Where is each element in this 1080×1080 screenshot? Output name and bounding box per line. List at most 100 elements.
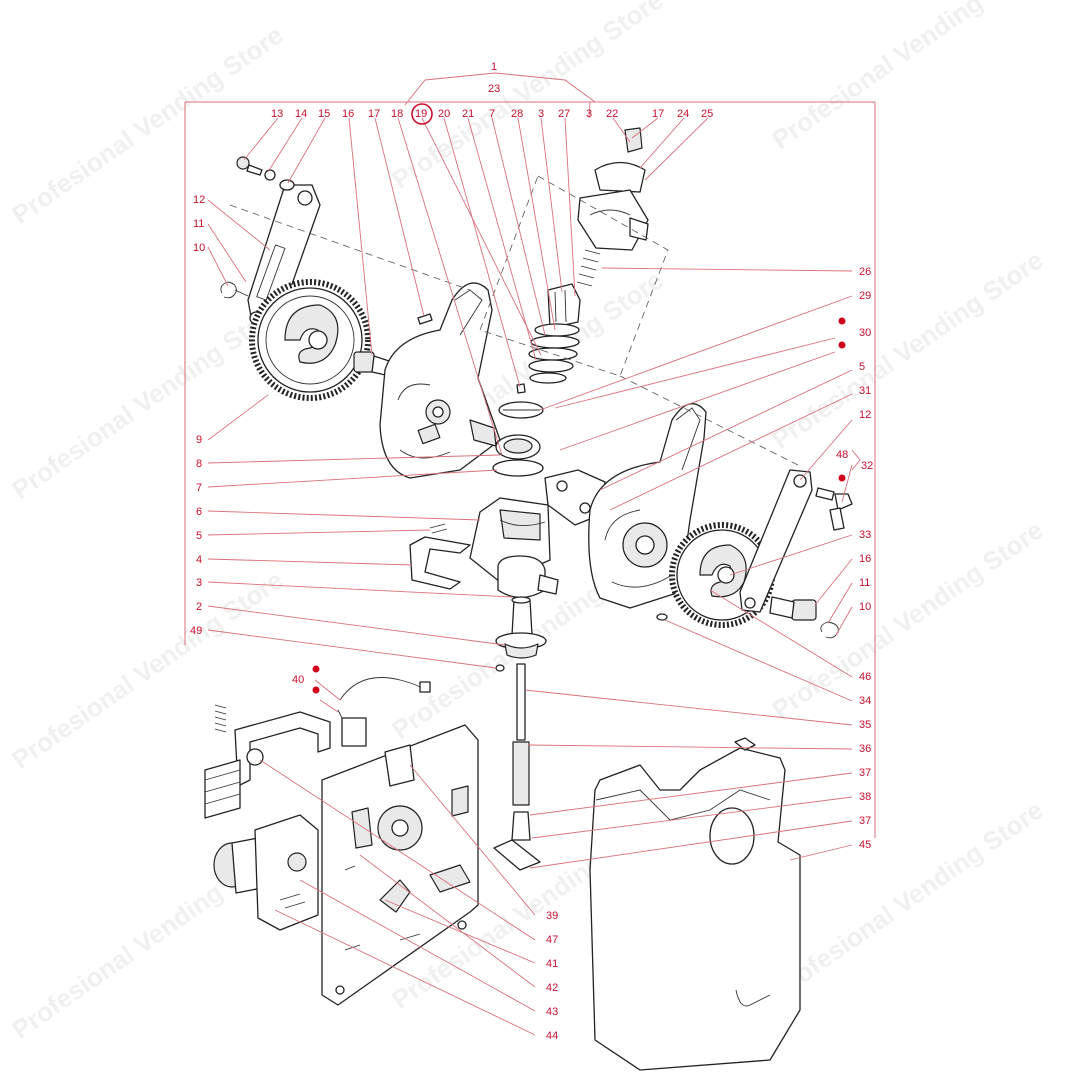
label-14: 14 (295, 108, 307, 120)
piston-rod (493, 663, 541, 871)
label-4: 4 (196, 554, 202, 566)
label-6: 6 (196, 506, 202, 518)
label-9: 9 (196, 434, 202, 446)
grinder-burr (492, 434, 544, 477)
left-gear (249, 279, 371, 401)
left-handle-arm (247, 184, 321, 325)
label-12: 12 (859, 409, 871, 421)
label-7: 7 (489, 108, 495, 120)
label-21: 21 (462, 108, 474, 120)
label-3: 3 (196, 577, 202, 589)
screw-20 (516, 383, 526, 394)
top-doser (577, 127, 649, 251)
small-pin (417, 313, 433, 325)
center-spring-stack (528, 283, 581, 384)
left-clip (220, 281, 249, 299)
left-guide-dash (229, 204, 471, 291)
watermark-text: Profesional Vending Store (6, 295, 288, 505)
lever-fork (409, 536, 471, 590)
left-screws (236, 156, 295, 191)
screw-49 (495, 664, 505, 672)
label-3: 3 (538, 108, 544, 120)
label-47: 47 (546, 934, 558, 946)
label-45: 45 (859, 839, 871, 851)
part-labels: 1 23 13 14 15 16 17 18 19 20 21 7 28 3 2… (190, 61, 873, 1042)
label-8: 8 (196, 458, 202, 470)
left-side-plate (379, 282, 501, 479)
label-38: 38 (859, 791, 871, 803)
right-guide-dash (619, 375, 801, 467)
right-bushing (769, 596, 817, 621)
watermark-text: Profesional Vending Store (766, 795, 1048, 1005)
label-1: 1 (491, 61, 497, 73)
marker-dot (312, 665, 320, 673)
marker-dot (838, 474, 846, 482)
label-37: 37 (859, 815, 871, 827)
label-32: 32 (861, 460, 873, 472)
label-19: 19 (415, 108, 427, 120)
right-handle-arm (739, 469, 813, 613)
label-2: 2 (196, 601, 202, 613)
label-24: 24 (677, 108, 689, 120)
leader-lines (207, 101, 861, 1036)
label-25: 25 (701, 108, 713, 120)
label-40: 40 (292, 674, 304, 686)
watermark-text: Profesional Vending Store (766, 245, 1048, 455)
label-12: 12 (193, 194, 205, 206)
label-28: 28 (511, 108, 523, 120)
marker-dot (838, 317, 846, 325)
label-43: 43 (546, 1006, 558, 1018)
watermark-text: Profesional Vending Store (6, 20, 288, 230)
label-13: 13 (271, 108, 283, 120)
left-bushing (353, 351, 393, 377)
right-screws (815, 487, 853, 531)
label-34: 34 (859, 695, 871, 707)
label-20: 20 (438, 108, 450, 120)
wire-connector (337, 677, 431, 747)
label-27: 27 (558, 108, 570, 120)
filter-disc (498, 401, 544, 419)
highlight-ring (411, 103, 433, 125)
label-37: 37 (859, 767, 871, 779)
marker-dot (838, 341, 846, 349)
label-36: 36 (859, 743, 871, 755)
label-49: 49 (190, 625, 202, 637)
label-16: 16 (859, 553, 871, 565)
right-clip (656, 613, 839, 639)
motor-mount-plate (321, 724, 479, 1006)
label-44: 44 (546, 1030, 558, 1042)
label-5: 5 (859, 361, 865, 373)
label-10: 10 (859, 601, 871, 613)
piston-cylinder (495, 596, 547, 659)
label-42: 42 (546, 982, 558, 994)
label-15: 15 (318, 108, 330, 120)
pin-5-left (429, 523, 448, 534)
label-10: 10 (193, 242, 205, 254)
label-3: 3 (586, 108, 592, 120)
label-11: 11 (193, 218, 204, 230)
label-29: 29 (859, 290, 871, 302)
label-11: 11 (859, 577, 870, 589)
label-33: 33 (859, 529, 871, 541)
label-17: 17 (652, 108, 664, 120)
label-16: 16 (342, 108, 354, 120)
marker-dot (312, 686, 320, 694)
small-spring-left (214, 704, 227, 733)
label-35: 35 (859, 719, 871, 731)
u-bracket (204, 711, 331, 819)
label-22: 22 (606, 108, 618, 120)
label-46: 46 (859, 671, 871, 683)
label-26: 26 (859, 266, 871, 278)
assembly-frame (184, 72, 876, 838)
label-7: 7 (196, 482, 202, 494)
label-39: 39 (546, 910, 558, 922)
label-17: 17 (368, 108, 380, 120)
label-5: 5 (196, 530, 202, 542)
top-spring (576, 249, 601, 287)
label-48: 48 (836, 449, 848, 461)
label-30: 30 (859, 327, 871, 339)
label-23: 23 (488, 83, 500, 95)
label-18: 18 (391, 108, 403, 120)
marker-dots (312, 317, 846, 694)
